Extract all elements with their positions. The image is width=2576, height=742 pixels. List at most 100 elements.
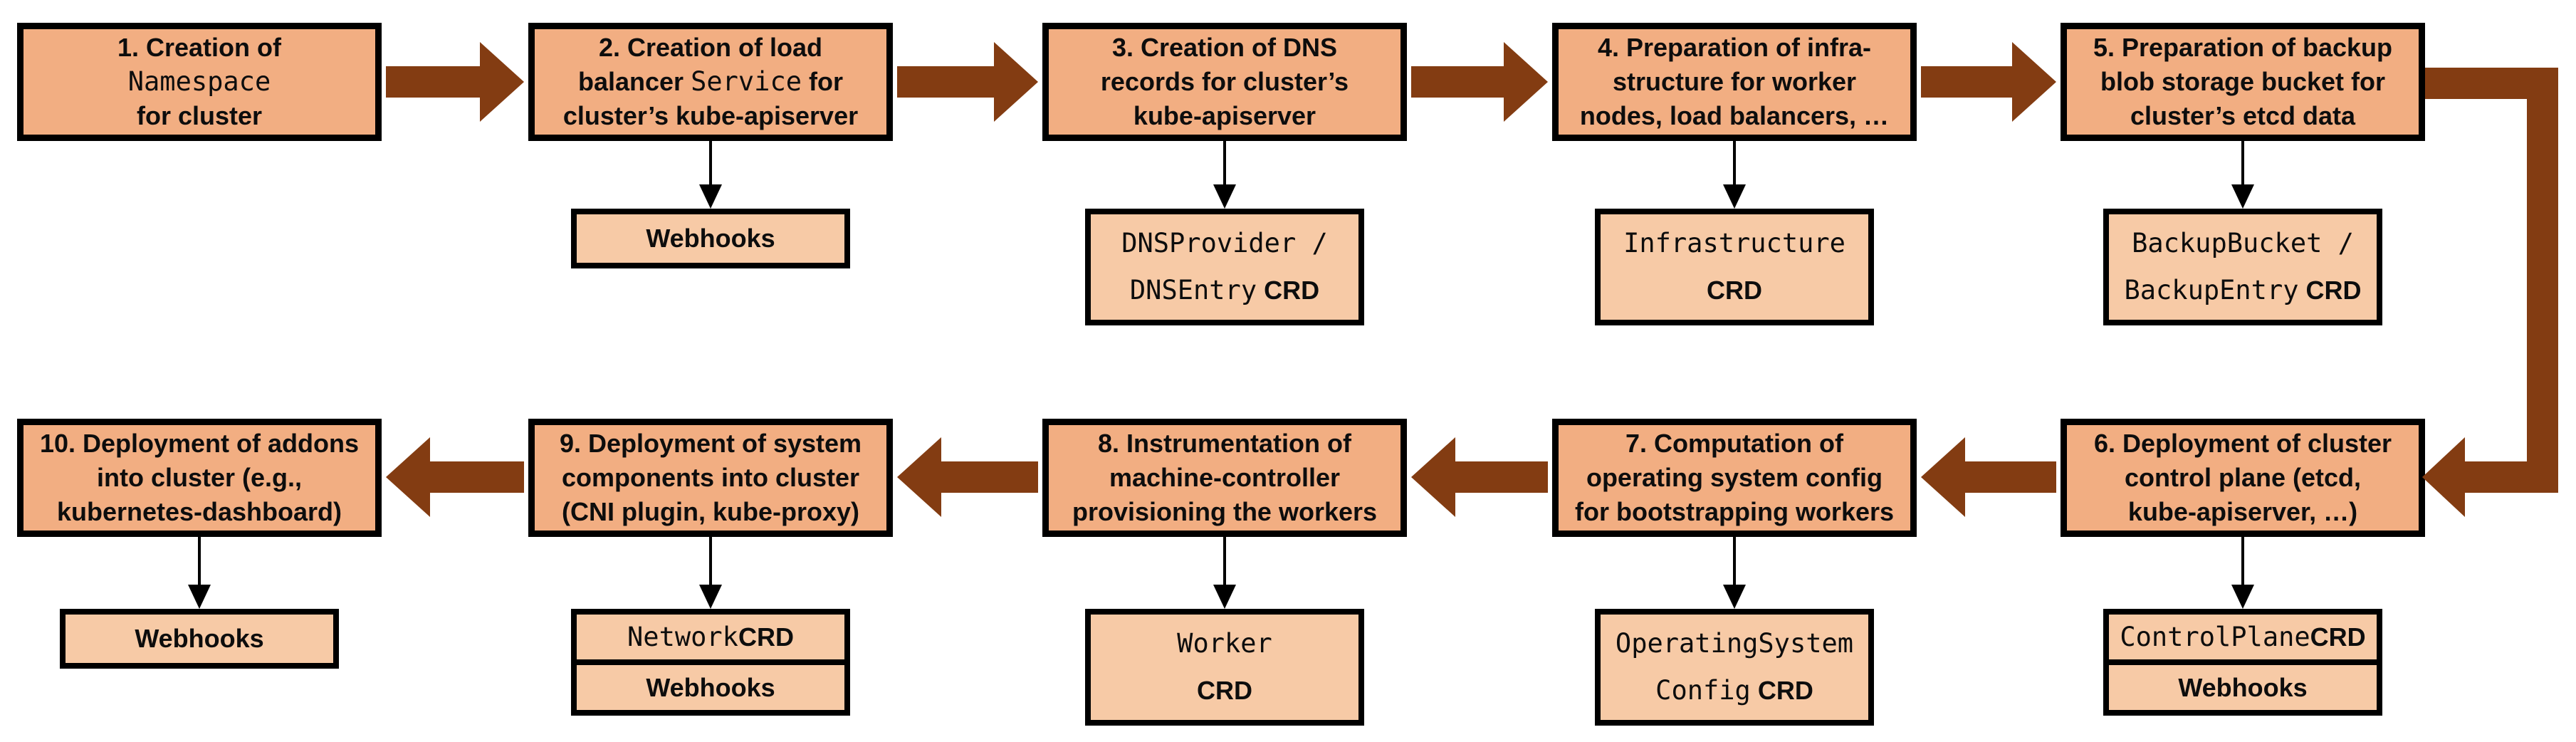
sub.lines.0-segment: Infrastructure [1623,228,1845,258]
lines.2-segment: for bootstrapping workers [1574,497,1895,526]
lines.0-segment: 7. Computation of [1625,429,1843,458]
lines.1-segment: records for cluster’s [1100,67,1349,96]
lines.2-segment: nodes, load balancers, … [1579,101,1890,130]
step-label-line: nodes, load balancers, … [1580,99,1889,133]
sub.rows.1-segment: Webhooks [2178,672,2308,702]
flow-arrow-left [386,437,524,517]
step-label-line: balancer Service for [578,65,843,99]
sub-box-line: BackupEntry CRD [2124,267,2361,314]
sub.lines.1-segment: CRD [2298,276,2362,305]
step-label-line: cluster’s kube-apiserver [563,99,858,133]
sub-box-line: Config CRD [1655,667,1813,714]
step-label-line: 2. Creation of load [599,31,822,65]
arrow-head-left-icon [1411,437,1455,517]
step-5-preparation-of-backup-bucket-sub-box: BackupBucket / BackupEntry CRD [2103,209,2382,325]
step-10-deployment-of-addons-box: 10. Deployment of addons into cluster (e.… [17,419,382,537]
step-label-line: Namespace [128,65,271,99]
step-label-line: 10. Deployment of addons [40,427,359,461]
connector-arrowhead [2231,184,2254,209]
step-3-creation-of-dns-records-sub-box: DNSProvider /DNSEntry CRD [1085,209,1364,325]
arrow-tail [386,66,480,98]
connector-line [1733,141,1736,184]
lines.0-segment: 2. Creation of load [598,33,823,62]
sub.lines.0-segment: DNSProvider / [1121,228,1328,258]
step-label-line: blob storage bucket for [2100,65,2385,99]
connector-line [198,537,201,585]
step-label-line: for bootstrapping workers [1575,495,1894,529]
flow-arrow-right [1921,42,2056,122]
lines.0-segment: 10. Deployment of addons [39,429,360,458]
sub.lines.1-segment: CRD [1750,676,1813,705]
lines.0-segment: 4. Preparation of infra- [1597,33,1872,62]
connector-arrowhead [188,585,211,609]
sub-box-line: Worker [1177,620,1272,667]
step-label-line: kube-apiserver [1133,99,1316,133]
sub-box-line: Infrastructure [1623,220,1845,267]
flow-arrow-right [897,42,1038,122]
sub.rows.0-segment: ControlPlane [2120,621,2310,652]
step-label-line: kubernetes-dashboard) [57,495,342,529]
lines.1-segment: Service [691,66,802,97]
connector-line [2241,537,2244,585]
connector-arrowhead [699,184,722,209]
arrow-tail [430,461,524,493]
elbow-arrow-head-left-icon [2422,437,2465,517]
lines.0-segment: 1. Creation of [117,33,282,62]
sub.lines.1-segment: BackupEntry [2124,275,2299,305]
sub-box-row: Webhooks [577,665,844,710]
lines.0-segment: 8. Instrumentation of [1097,429,1351,458]
connector-line [709,537,712,585]
arrow-head-left-icon [386,437,430,517]
arrow-tail [1455,461,1548,493]
connector-line [1733,537,1736,585]
lines.2-segment: cluster’s kube-apiserver [562,101,859,130]
sub-box-line: DNSProvider / [1121,220,1328,267]
arrow-tail [1921,66,2012,98]
step-label-line: into cluster (e.g., [97,461,302,495]
step-label-line: 1. Creation of [117,31,281,65]
step-label-line: control plane (etcd, [2125,461,2361,495]
lines.2-segment: kube-apiserver [1133,101,1316,130]
step-label-line: components into cluster [562,461,859,495]
step-10-deployment-of-addons-sub-box: Webhooks [60,609,339,669]
sub-box-divider [577,659,844,665]
step-label-line: kube-apiserver, …) [2128,495,2357,529]
sub.lines.0-segment: BackupBucket / [2132,228,2354,258]
sub.rows.0-segment: Network [627,621,738,652]
lines.0-segment: 6. Deployment of cluster [2093,429,2392,458]
sub.lines.0-segment: Worker [1177,628,1272,659]
arrow-head-right-icon [480,42,524,122]
connector-line [1223,141,1226,184]
step-6-deployment-of-control-plane-box: 6. Deployment of cluster control plane (e… [2061,419,2425,537]
elbow-arrow-bottom-segment [2462,461,2558,493]
step-7-computation-of-os-config-box: 7. Computation of operating system config… [1552,419,1917,537]
sub.lines.1-segment: CRD [1197,676,1252,705]
lines.1-segment: machine-controller [1109,463,1341,492]
lines.1-segment: components into cluster [561,463,860,492]
lines.2-segment: (CNI plugin, kube-proxy) [562,497,859,526]
connector-arrowhead [1723,585,1746,609]
step-label-line: cluster’s etcd data [2130,99,2355,133]
step-4-preparation-of-infrastructure-box: 4. Preparation of infra-structure for wo… [1552,23,1917,141]
sub.rows.1-segment: Webhooks [646,672,775,702]
step-label-line: operating system config [1586,461,1883,495]
sub-box-line: OperatingSystem [1616,620,1853,667]
arrow-tail [941,461,1038,493]
arrow-tail [897,66,994,98]
lines.2-segment: for cluster [136,101,263,130]
lines.2-segment: cluster’s etcd data [2130,101,2356,130]
arrow-head-right-icon [1504,42,1548,122]
sub-box-line: CRD [1707,267,1762,314]
sub-box-line: CRD [1197,667,1252,714]
lines.2-segment: kubernetes-dashboard) [56,497,342,526]
arrow-head-left-icon [897,437,941,517]
lines.1-segment: for [802,67,844,96]
step-label-line: 5. Preparation of backup [2093,31,2392,65]
arrow-head-right-icon [994,42,1038,122]
